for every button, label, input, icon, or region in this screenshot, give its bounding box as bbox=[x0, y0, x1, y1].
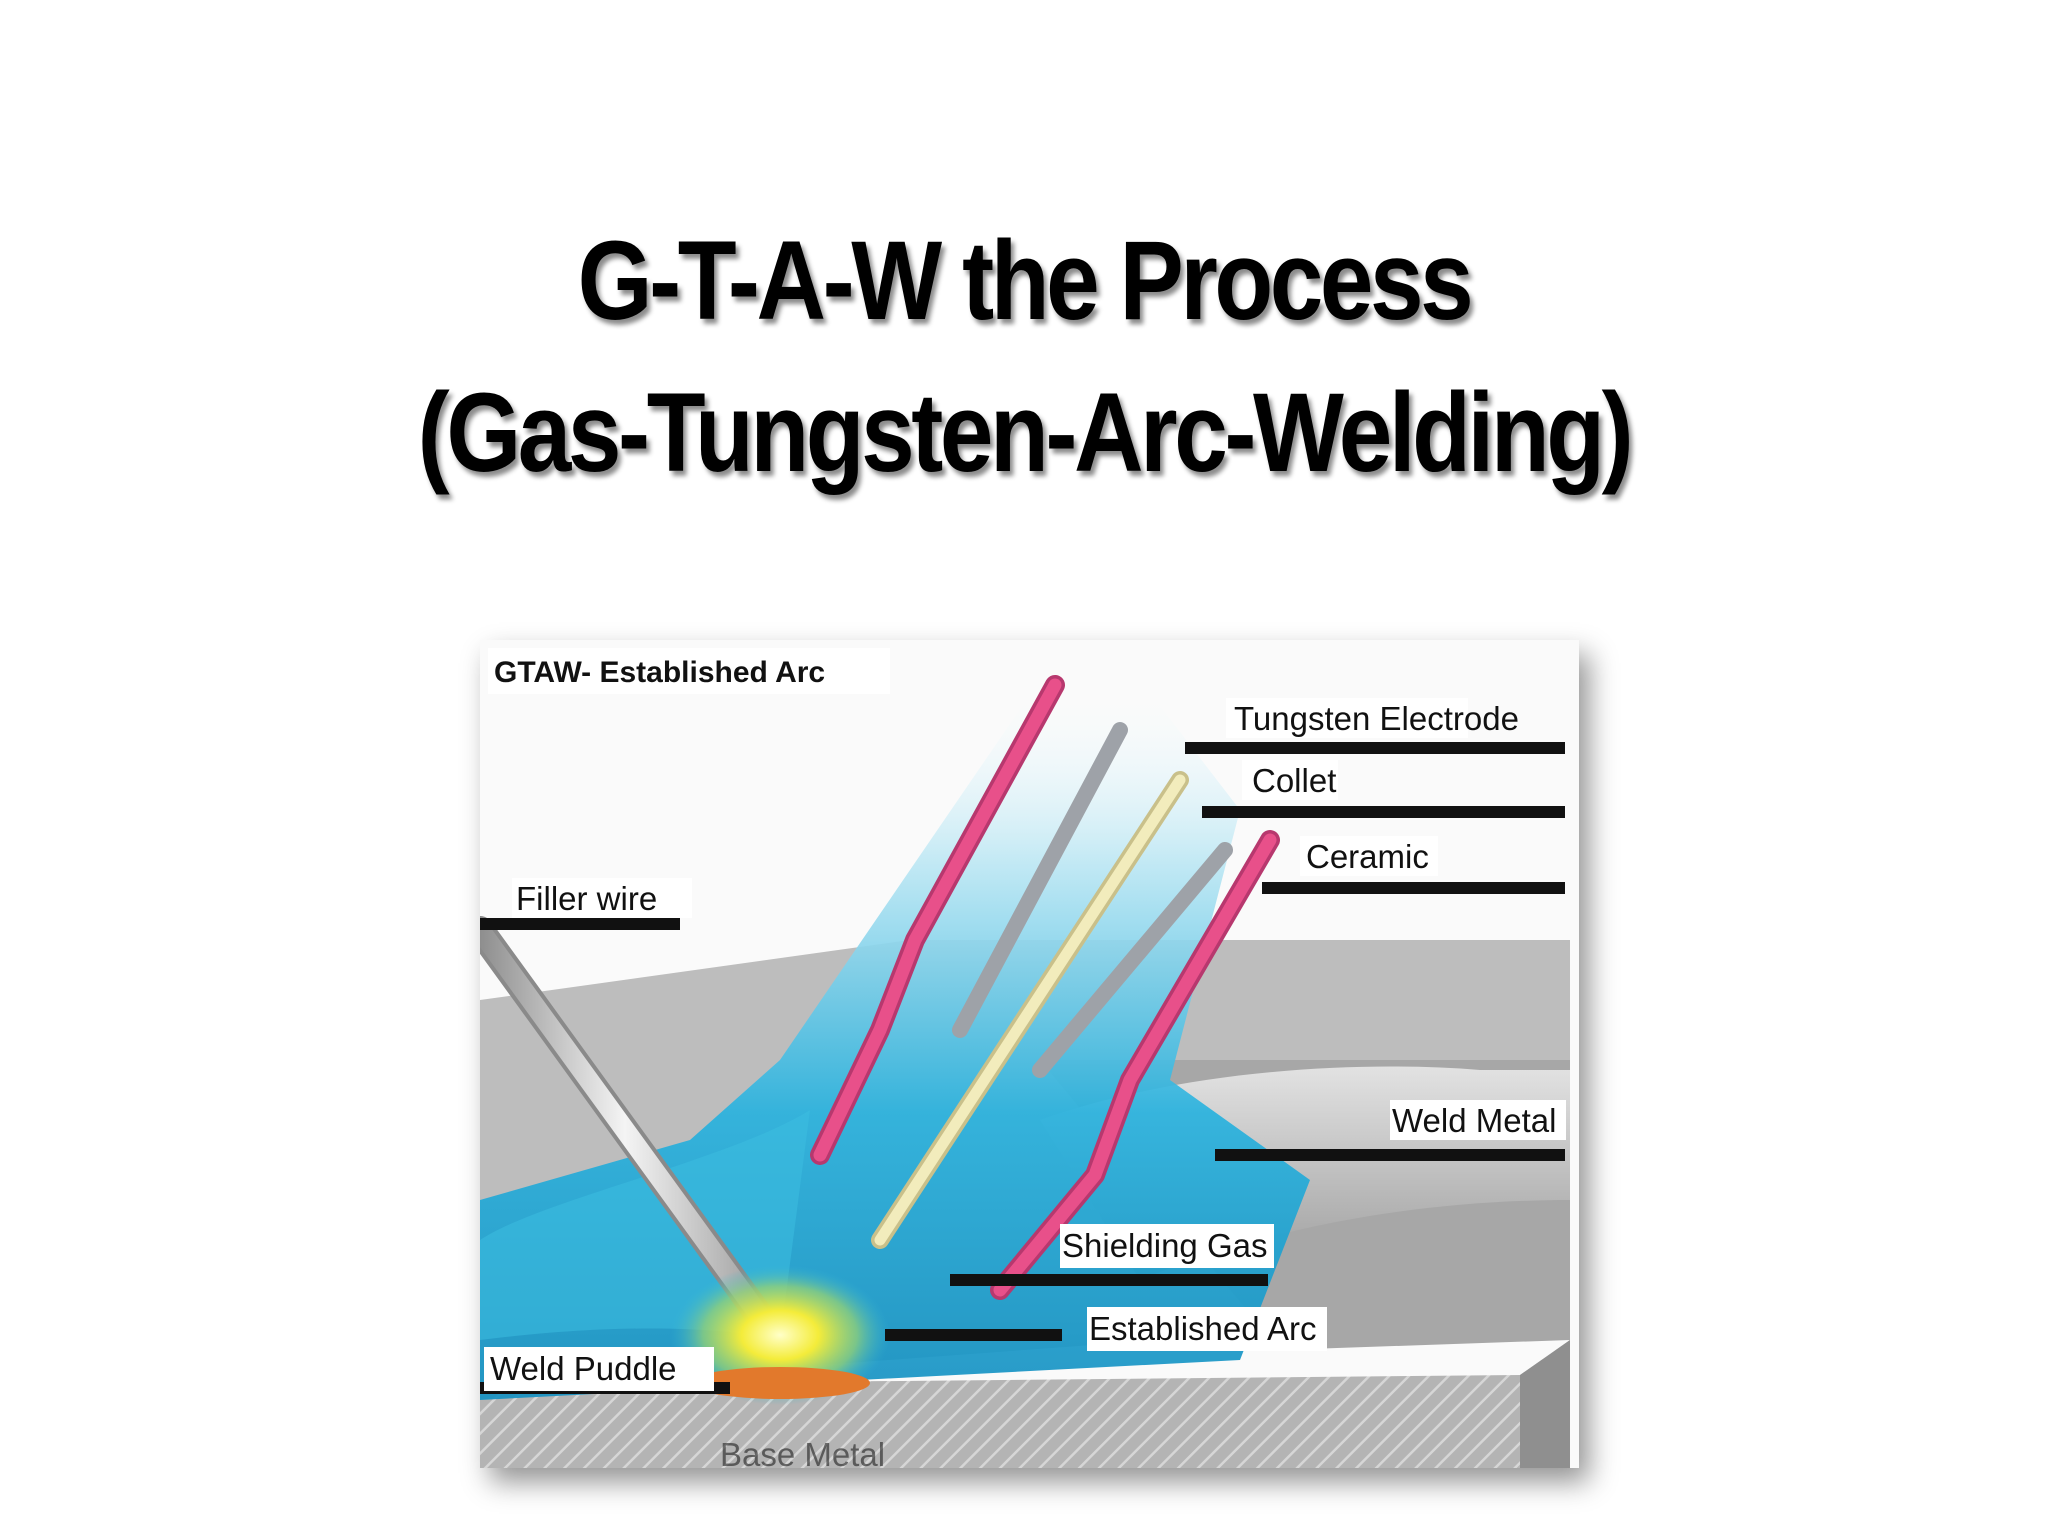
collet-label: Collet bbox=[1252, 762, 1336, 799]
established-arc-glow bbox=[670, 1265, 890, 1405]
ceramic-nozzle-right-fill bbox=[993, 833, 1277, 1297]
collet-right bbox=[1032, 842, 1233, 1078]
shielding-gas-label-bg bbox=[1060, 1224, 1274, 1268]
ceramic-label: Ceramic bbox=[1306, 838, 1429, 875]
diagram-heading: GTAW- Established Arc bbox=[494, 656, 825, 689]
ceramic-nozzle-left-fill bbox=[813, 678, 1062, 1162]
weld-puddle bbox=[690, 1367, 870, 1399]
collet-label-bg bbox=[1242, 760, 1338, 800]
established-arc-label-bg bbox=[1087, 1307, 1327, 1351]
tungsten-label-bg bbox=[1226, 698, 1468, 738]
title-line-2: (Gas-Tungsten-Arc-Welding) bbox=[417, 370, 1634, 495]
slide-title: G-T-A-W the Process (Gas-Tungsten-Arc-We… bbox=[0, 205, 2048, 509]
filler-wire-highlight bbox=[480, 920, 780, 1340]
tungsten-electrode-label: Tungsten Electrode bbox=[1234, 700, 1519, 737]
title-line-1: G-T-A-W the Process bbox=[577, 218, 1474, 343]
weld-puddle-label-bg bbox=[484, 1347, 714, 1391]
base-metal-side bbox=[1520, 1340, 1570, 1468]
collet-left bbox=[952, 722, 1128, 1038]
established-arc-label: Established Arc bbox=[1089, 1310, 1316, 1347]
filler-label-bg bbox=[512, 878, 692, 918]
base-metal-label: Base Metal bbox=[720, 1436, 885, 1468]
gtaw-diagram: Base Metal bbox=[480, 640, 1579, 1468]
tungsten-electrode-highlight bbox=[874, 774, 1186, 1246]
weld-metal-label: Weld Metal bbox=[1392, 1102, 1556, 1139]
heading-bg bbox=[488, 648, 890, 694]
base-metal-section bbox=[480, 1340, 1570, 1468]
weld-puddle-label: Weld Puddle bbox=[490, 1350, 677, 1387]
filler-wire-label: Filler wire bbox=[516, 880, 657, 917]
shielding-gas-label: Shielding Gas bbox=[1062, 1227, 1267, 1264]
weld-metal-label-bg bbox=[1390, 1100, 1566, 1140]
ceramic-label-bg bbox=[1300, 836, 1438, 876]
